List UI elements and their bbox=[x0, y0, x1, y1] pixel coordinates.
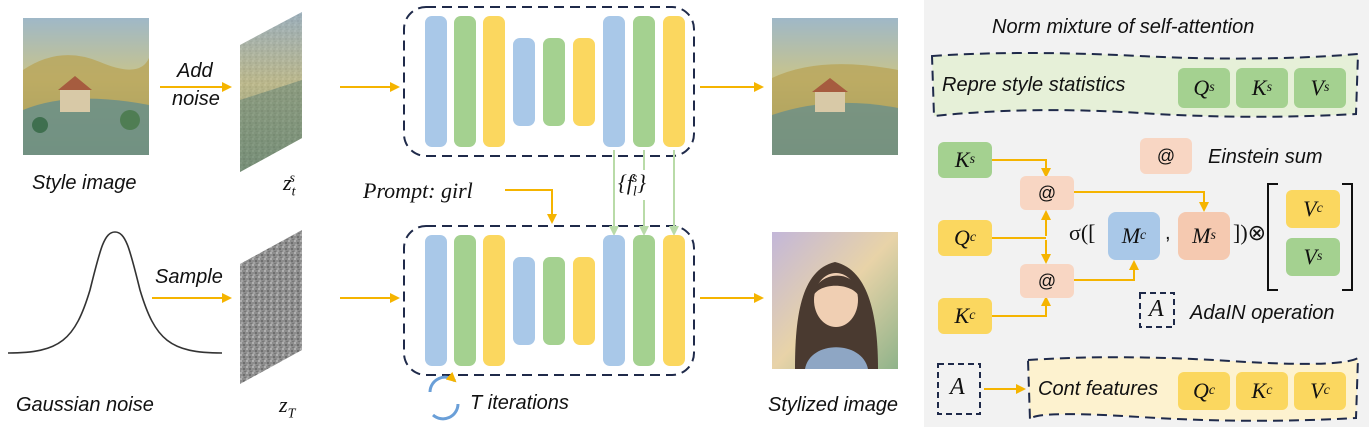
norm-mixture-title: Norm mixture of self-attention bbox=[992, 16, 1255, 38]
at-to-ms-arrow bbox=[1073, 191, 1209, 212]
gaussian-latent bbox=[240, 230, 302, 384]
sigma-open: σ([ bbox=[1069, 220, 1096, 245]
adain-symbol: A bbox=[1149, 296, 1164, 322]
gaussian-curve bbox=[7, 231, 223, 354]
zT-label: zT bbox=[279, 392, 296, 422]
unet-top-bar-6 bbox=[573, 38, 595, 126]
ks-to-at-arrow bbox=[992, 159, 1051, 178]
einstein-legend-box: @ bbox=[1140, 138, 1192, 174]
prompt-arrow bbox=[505, 189, 557, 224]
unet-top-bar-3 bbox=[483, 16, 505, 147]
unet-bottom-bar-7 bbox=[603, 235, 625, 366]
unet-top-bar-9 bbox=[663, 16, 685, 147]
cycle-icon bbox=[428, 371, 460, 421]
comma-sep: , bbox=[1165, 222, 1171, 244]
at-to-mc-arrow bbox=[1073, 260, 1139, 281]
unet-bottom-bar-9 bbox=[663, 235, 685, 366]
einstein-bottom-box: @ bbox=[1020, 264, 1074, 298]
unet-bottom-bar-4 bbox=[513, 257, 535, 345]
sample-label: Sample bbox=[155, 266, 223, 288]
unet-bottom-bar-1 bbox=[425, 235, 447, 366]
iterations-label: T iterations bbox=[470, 392, 569, 414]
unet-bottom-bar-8 bbox=[633, 235, 655, 366]
unet-top-bar-4 bbox=[513, 38, 535, 126]
stylized-output-top bbox=[772, 18, 898, 155]
unet-bottom-container bbox=[403, 225, 695, 376]
matrix-left-bracket bbox=[1267, 183, 1278, 291]
unet-top-container bbox=[403, 6, 695, 157]
prompt-label: Prompt: girl bbox=[363, 178, 473, 203]
stylized-image-label: Stylized image bbox=[768, 394, 899, 416]
unet-top-bar-2 bbox=[454, 16, 476, 147]
kc-to-at-arrow bbox=[992, 296, 1051, 317]
einstein-sum-label: Einstein sum bbox=[1208, 146, 1323, 168]
sigma-close: ])⊗ bbox=[1233, 220, 1267, 245]
stylized-portrait bbox=[772, 232, 898, 369]
add-noise-label-2: noise bbox=[172, 88, 220, 110]
cont-features-label: Cont features bbox=[1038, 378, 1159, 400]
einstein-top-box: @ bbox=[1020, 176, 1074, 210]
unet-bottom-bar-2 bbox=[454, 235, 476, 366]
unet-top-bar-7 bbox=[603, 16, 625, 147]
style-image-label: Style image bbox=[32, 172, 137, 194]
style-image bbox=[23, 18, 149, 155]
unet-top-bar-1 bbox=[425, 16, 447, 147]
adain-legend-box bbox=[1139, 292, 1175, 328]
noisy-style-latent bbox=[240, 12, 302, 172]
unet-top-bar-8 bbox=[633, 16, 655, 147]
zts-label: zts bbox=[283, 170, 296, 200]
adain-a-box bbox=[937, 363, 981, 415]
matrix-right-bracket bbox=[1342, 183, 1353, 291]
add-noise-label-1: Add bbox=[177, 60, 213, 82]
unet-bottom-bar-5 bbox=[543, 257, 565, 345]
features-label: {fls} bbox=[618, 170, 647, 201]
unet-top-bar-5 bbox=[543, 38, 565, 126]
gaussian-noise-label: Gaussian noise bbox=[16, 394, 154, 416]
unet-bottom-bar-3 bbox=[483, 235, 505, 366]
repre-style-label: Repre style statistics bbox=[942, 74, 1126, 96]
a-symbol: A bbox=[950, 374, 965, 400]
unet-bottom-bar-6 bbox=[573, 257, 595, 345]
adain-label: AdaIN operation bbox=[1190, 302, 1335, 324]
